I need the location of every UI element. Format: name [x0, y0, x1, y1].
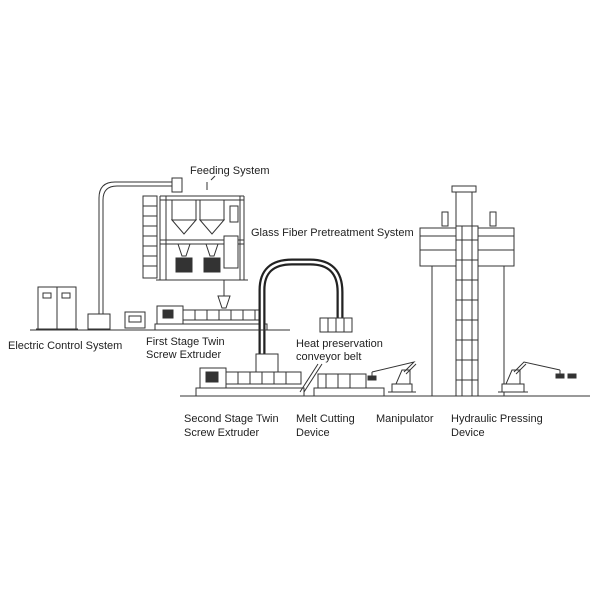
label-hydraulic-line2: Device	[451, 427, 485, 439]
label-first-stage-line1: First Stage Twin	[146, 336, 225, 348]
label-electric-control: Electric Control System	[8, 340, 123, 352]
label-second-stage-line1: Second Stage Twin	[184, 413, 279, 425]
electric-control-cabinet	[36, 286, 78, 330]
label-hydraulic-line1: Hydraulic Pressing	[451, 413, 543, 425]
label-second-stage-line2: Screw Extruder	[184, 427, 260, 439]
feeding-pipe	[87, 181, 172, 330]
second-stage-extruder	[195, 353, 305, 397]
feeding-system-structure	[142, 175, 248, 281]
label-manipulator: Manipulator	[376, 413, 434, 425]
label-first-stage-line2: Screw Extruder	[146, 349, 222, 361]
heat-preservation-conveyor	[319, 317, 353, 333]
manipulator-robot-right	[498, 361, 577, 393]
hydraulic-press-tower	[419, 185, 515, 397]
label-melt-cutting-line2: Device	[296, 427, 330, 439]
label-glass-fiber-pretreatment: Glass Fiber Pretreatment System	[251, 227, 414, 239]
label-heat-preservation-line1: Heat preservation	[296, 338, 383, 350]
melt-transfer-hose	[258, 258, 344, 355]
first-stage-extruder	[124, 280, 268, 331]
label-feeding-system: Feeding System	[190, 165, 270, 177]
label-heat-preservation-line2: conveyor belt	[296, 351, 362, 363]
manipulator-robot-left	[367, 361, 417, 393]
label-melt-cutting-line1: Melt Cutting	[296, 413, 355, 425]
